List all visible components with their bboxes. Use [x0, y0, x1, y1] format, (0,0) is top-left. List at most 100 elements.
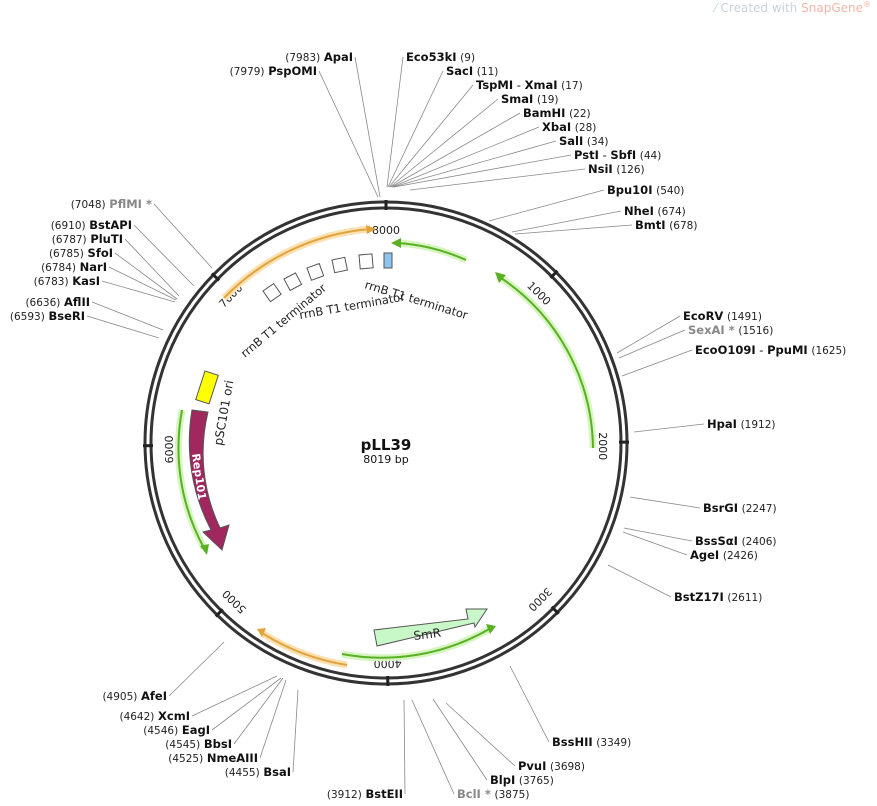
- site-label-bamhi[interactable]: BamHI (22): [523, 106, 591, 120]
- leader-line-ecoo109i: [621, 349, 693, 377]
- site-label-sfoi[interactable]: (6785) SfoI: [49, 246, 113, 260]
- site-label-ecorv[interactable]: EcoRV (1491): [683, 309, 762, 323]
- terminator-box-4[interactable]: [331, 256, 349, 274]
- site-label-bpu10i[interactable]: Bpu10I (540): [607, 183, 684, 197]
- leader-line-smai: [389, 98, 499, 188]
- tick-label-8000: 8000: [372, 224, 400, 237]
- leader-line-pvui: [445, 702, 516, 767]
- site-label-bbsi[interactable]: (4545) BbsI: [165, 737, 232, 751]
- site-label-aflii[interactable]: (6636) AflII: [25, 295, 90, 309]
- watermark-prefix: Created with: [720, 1, 798, 15]
- leader-line-sexai: [618, 329, 686, 359]
- site-label-bmti[interactable]: BmtI (678): [635, 218, 697, 232]
- leader-line-apai: [354, 56, 381, 198]
- site-label-pspomi[interactable]: (7979) PspOMI: [230, 64, 317, 78]
- leader-line-eagi: [211, 677, 282, 731]
- site-label-hpai[interactable]: HpaI (1912): [707, 417, 775, 431]
- snapgene-watermark: ⁄ Created with SnapGene®: [715, 0, 871, 15]
- terminator-box-5[interactable]: [358, 253, 374, 270]
- psc101-ori-label: pSC101 ori: [211, 379, 236, 446]
- site-label-bstz17i[interactable]: BstZ17I (2611): [674, 590, 762, 604]
- site-label-eagi[interactable]: (4546) EagI: [143, 723, 210, 737]
- site-label-psti[interactable]: PstI - SbfI (44): [574, 148, 661, 162]
- site-label-bsai[interactable]: (4455) BsaI: [225, 765, 291, 779]
- site-label-saci[interactable]: SacI (11): [446, 64, 498, 78]
- tick-mark-5000: [214, 608, 224, 618]
- terminator-boxes: [262, 252, 393, 303]
- leader-line-bsrgi: [629, 496, 701, 509]
- site-label-smai[interactable]: SmaI (19): [501, 92, 559, 106]
- site-label-nhei[interactable]: NheI (674): [624, 204, 686, 218]
- site-label-eco53ki[interactable]: Eco53kI (9): [406, 50, 475, 64]
- tick-mark-7000: [210, 272, 221, 282]
- site-label-sexai[interactable]: SexAI * (1516): [688, 323, 773, 337]
- leader-line-tspmi: [388, 84, 474, 188]
- leader-line-kasi: [101, 280, 176, 303]
- site-label-agei[interactable]: AgeI (2426): [690, 548, 758, 562]
- tick-label-6000: 6000: [163, 435, 176, 463]
- psc101-ori-box[interactable]: [195, 370, 219, 405]
- site-label-xcmi[interactable]: (4642) XcmI: [119, 709, 190, 723]
- leader-line-bseri: [86, 315, 160, 339]
- site-label-pvui[interactable]: PvuI (3698): [518, 759, 585, 773]
- site-labels: (7983) ApaI(7979) PspOMI Eco53kI (9)SacI …: [10, 50, 846, 801]
- leader-line-xcmi: [191, 675, 278, 717]
- watermark-mark: ®: [863, 0, 871, 9]
- site-label-bsssαi[interactable]: BssSαI (2406): [695, 534, 777, 548]
- leader-line-bstz17i: [607, 564, 672, 598]
- leader-line-pflmi: [153, 203, 213, 269]
- terminator-box-2[interactable]: [283, 272, 303, 292]
- primer-arc-green-bottom-head: [486, 624, 496, 634]
- leader-line-afei: [168, 641, 225, 697]
- site-label-ecoo109i[interactable]: EcoO109I - PpuMI (1625): [695, 343, 846, 357]
- primer-arc-orange-bottom-line: [261, 632, 348, 666]
- site-label-bsrgi[interactable]: BsrGI (2247): [703, 501, 777, 515]
- primer-arc-top: [221, 225, 371, 301]
- leader-line-xbai: [391, 126, 540, 188]
- site-label-nsii[interactable]: NsiI (126): [588, 162, 645, 176]
- rep101-feature-arrow[interactable]: [188, 409, 230, 551]
- site-label-bstapi[interactable]: (6910) BstAPI: [51, 218, 132, 232]
- site-label-sali[interactable]: SalI (34): [559, 134, 608, 148]
- site-label-bseri[interactable]: (6593) BseRI: [10, 309, 85, 323]
- leader-line-pspomi: [318, 70, 379, 198]
- site-label-apai[interactable]: (7983) ApaI: [285, 50, 353, 64]
- site-label-bsshii[interactable]: BssHII (3349): [552, 735, 631, 749]
- leader-line-hpai: [633, 423, 705, 433]
- leader-line-aflii: [91, 301, 164, 331]
- leader-line-eco53ki: [386, 56, 404, 188]
- terminator-box-1[interactable]: [262, 282, 282, 303]
- tick-mark-3000: [550, 605, 560, 615]
- site-label-pflmi[interactable]: (7048) PflMI *: [71, 197, 152, 211]
- leader-line-bamhi: [390, 112, 521, 188]
- site-label-pluti[interactable]: (6787) PluTI: [52, 232, 123, 246]
- site-leader-lines: [86, 56, 705, 795]
- leader-line-bmti: [514, 224, 633, 235]
- plasmid-size: 8019 bp: [363, 453, 408, 466]
- leader-line-nari: [108, 266, 177, 301]
- site-label-bcli[interactable]: BclI * (3875): [457, 787, 529, 801]
- leader-line-saci: [387, 70, 444, 188]
- leader-line-bbsi: [233, 677, 284, 745]
- leader-line-nmeaiii: [259, 679, 287, 759]
- primer-arc-green-right-line: [497, 275, 594, 449]
- site-label-afei[interactable]: (4905) AfeI: [102, 689, 167, 703]
- smr-feature-arrow[interactable]: [373, 608, 488, 647]
- leader-line-bpu10i: [488, 189, 605, 222]
- site-label-nmeaiii[interactable]: (4525) NmeAIII: [168, 751, 258, 765]
- primer-arc-green-top-head: [391, 238, 401, 248]
- site-label-nari[interactable]: (6784) NarI: [41, 260, 107, 274]
- site-label-kasi[interactable]: (6783) KasI: [34, 274, 100, 288]
- terminator-box-3[interactable]: [306, 262, 325, 281]
- site-label-xbai[interactable]: XbaI (28): [542, 120, 596, 134]
- site-label-tspmi[interactable]: TspMI - XmaI (17): [476, 78, 583, 92]
- site-label-bsteii[interactable]: (3912) BstEII: [327, 787, 403, 801]
- snapgene-logo-icon: ⁄: [714, 1, 717, 15]
- watermark-brand: SnapGene: [801, 1, 863, 15]
- leader-line-bsteii: [403, 699, 406, 795]
- leader-line-bstapi: [133, 224, 195, 287]
- leader-line-pluti: [124, 238, 180, 297]
- site-label-blpi[interactable]: BlpI (3765): [490, 773, 554, 787]
- terminator-box-6[interactable]: [383, 252, 393, 269]
